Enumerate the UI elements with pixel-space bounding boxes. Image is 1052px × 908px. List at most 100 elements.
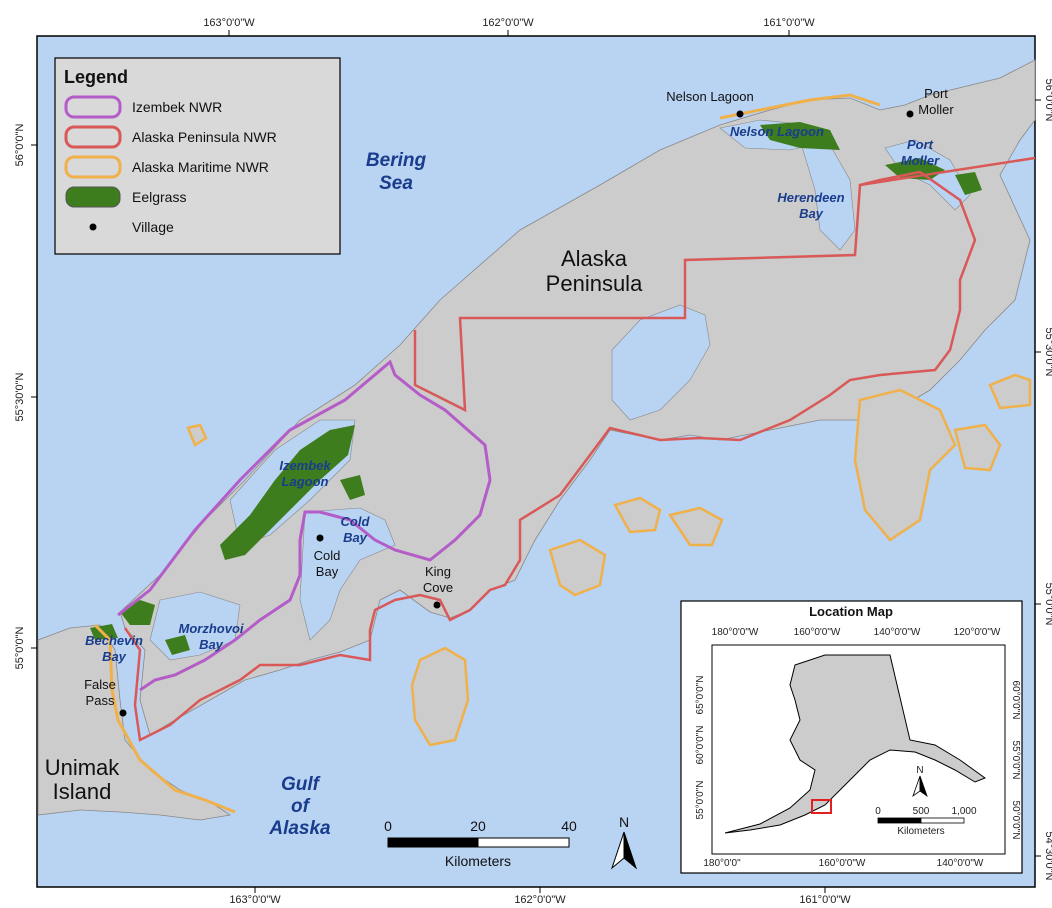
label-izembek-1: Izembek: [279, 458, 331, 473]
label-bechevin-1: Bechevin: [85, 633, 143, 648]
north-arrow-label: N: [619, 814, 629, 830]
label-ak-pen-1: Alaska: [561, 246, 628, 271]
graticule-left: 56°0'0"N 55°30'0"N 55°0'0"N: [14, 124, 37, 670]
legend-swatch-village: [89, 223, 97, 231]
inset-left-lat-3: 55°0'0"N: [695, 781, 706, 820]
graticule-bottom: 163°0'0"W 162°0'0"W 161°0'0"W: [229, 887, 851, 906]
island-southeast-1: [853, 388, 957, 542]
label-morzhovoi-1: Morzhovoi: [179, 621, 244, 636]
scale-bar-white: [477, 837, 570, 848]
eelgrass-nelson: [760, 122, 840, 150]
tick-bottom-lon-1: 163°0'0"W: [229, 894, 281, 906]
cold-bay-water: [299, 507, 396, 641]
label-unimak-2: Island: [53, 779, 112, 804]
eelgrass-izembek-2: [340, 475, 365, 500]
inset-top-lon-1: 180°0'0"W: [712, 627, 759, 638]
izembek-nwr-boundary: [117, 359, 492, 692]
label-gulf-2: of: [291, 796, 311, 817]
inset-scale-tick-1000: 1,000: [951, 806, 976, 817]
tick-right-lat-4: 54°30'0"N: [1043, 832, 1052, 881]
label-false-pass-2: Pass: [86, 693, 115, 708]
label-unimak-1: Unimak: [45, 755, 121, 780]
boundaries-layer: [93, 93, 1036, 814]
label-bechevin-2: Bay: [102, 649, 127, 664]
legend-swatch-ak-maritime: [64, 155, 122, 179]
label-gulf-3: Alaska: [268, 818, 331, 839]
label-ak-pen-2: Peninsula: [546, 271, 643, 296]
inset-north-icon-dark: [919, 775, 928, 798]
tick-bottom-lon-3: 161°0'0"W: [799, 894, 851, 906]
legend-label-village: Village: [132, 219, 174, 235]
label-cold-bay-water-1: Cold: [341, 514, 371, 529]
legend-label-eelgrass: Eelgrass: [132, 189, 186, 205]
village-cold-bay: [316, 534, 324, 542]
inset-top-lon-4: 120°0'0"W: [954, 627, 1001, 638]
inset-left-lat-1: 65°0'0"N: [695, 676, 706, 715]
inset-scale-tick-500: 500: [913, 806, 930, 817]
alaska-maritime-nwr-coast-west: [93, 623, 236, 814]
label-cold-bay-village-2: Bay: [316, 564, 339, 579]
island-east-1: [988, 373, 1032, 410]
inset-title: Location Map: [809, 604, 893, 619]
label-herendeen-1: Herendeen: [777, 190, 844, 205]
legend-swatch-ak-pen: [64, 125, 122, 149]
north-arrow: N: [610, 814, 638, 870]
inset-right-lat-3: 50°0'0"N: [1010, 801, 1021, 840]
label-port-moller-village-2: Moller: [918, 102, 954, 117]
island-south-2: [548, 538, 607, 597]
village-port-moller: [906, 110, 914, 118]
alaska-maritime-nwr-coast-north: [719, 93, 881, 120]
scale-tick-20: 20: [470, 818, 486, 834]
village-nelson-lagoon: [736, 110, 744, 118]
village-king-cove: [433, 601, 441, 609]
tick-left-lat-2: 55°30'0"N: [14, 372, 26, 421]
inset-alaska-land: [724, 654, 987, 834]
inset-scale-tick-0: 0: [875, 806, 881, 817]
island-south-1: [410, 646, 470, 747]
graticule-top: 163°0'0"W 162°0'0"W 161°0'0"W: [203, 17, 815, 36]
legend-swatch-izembek: [64, 95, 122, 119]
inset-right-lat-2: 55°0'0"N: [1010, 741, 1021, 780]
inset-right-lat-1: 60°0'0"N: [1010, 681, 1021, 720]
label-cold-bay-village-1: Cold: [314, 548, 341, 563]
label-nelson-lagoon-village: Nelson Lagoon: [666, 89, 753, 104]
village-points: [119, 110, 914, 717]
graticule: 163°0'0"W 162°0'0"W 161°0'0"W 163°0'0"W …: [14, 17, 1052, 906]
inset-top-lon-2: 160°0'0"W: [794, 627, 841, 638]
label-gulf-1: Gulf: [281, 774, 321, 795]
alaska-peninsula-nwr-boundary: [123, 156, 1036, 742]
inset-scale-black: [877, 817, 922, 824]
tick-left-lat-3: 55°0'0"N: [14, 627, 26, 670]
inset-scale-unit: Kilometers: [897, 826, 944, 837]
label-port-moller-water-2: Moller: [901, 153, 940, 168]
graticule-right: 56°0'0"N 55°30'0"N 55°0'0"N 54°30'0"N: [1035, 79, 1052, 881]
eelgrass-layer: [90, 122, 982, 655]
legend-label-izembek: Izembek NWR: [132, 99, 222, 115]
eelgrass-izembek: [220, 425, 355, 560]
scale-tick-40: 40: [561, 818, 577, 834]
inset-bottom-lon-2: 160°0'0"W: [819, 858, 866, 869]
label-bering-sea-2: Sea: [379, 173, 413, 194]
village-false-pass: [119, 709, 127, 717]
place-labels: Bering Sea Gulf of Alaska Alaska Peninsu…: [45, 86, 955, 839]
label-king-cove-1: King: [425, 564, 451, 579]
tick-top-lon-3: 161°0'0"W: [763, 17, 815, 29]
eelgrass-morzhovoi: [165, 635, 190, 655]
inset-north-label: N: [916, 765, 923, 776]
island-southeast-2: [953, 423, 1002, 472]
herendeen-bay-water: [799, 139, 856, 251]
tick-right-lat-2: 55°30'0"N: [1043, 328, 1052, 377]
label-port-moller-water-1: Port: [907, 137, 934, 152]
large-lake: [611, 304, 711, 421]
label-port-moller-village-1: Port: [924, 86, 948, 101]
legend-label-ak-maritime: Alaska Maritime NWR: [132, 159, 269, 175]
tick-bottom-lon-2: 162°0'0"W: [514, 894, 566, 906]
inset-study-area-box: [811, 799, 832, 814]
north-arrow-icon-dark: [623, 831, 638, 870]
scale-unit: Kilometers: [445, 853, 511, 869]
label-morzhovoi-2: Bay: [199, 637, 224, 652]
legend-swatch-eelgrass: [65, 186, 121, 208]
label-herendeen-2: Bay: [799, 206, 824, 221]
label-cold-bay-water-2: Bay: [343, 530, 368, 545]
